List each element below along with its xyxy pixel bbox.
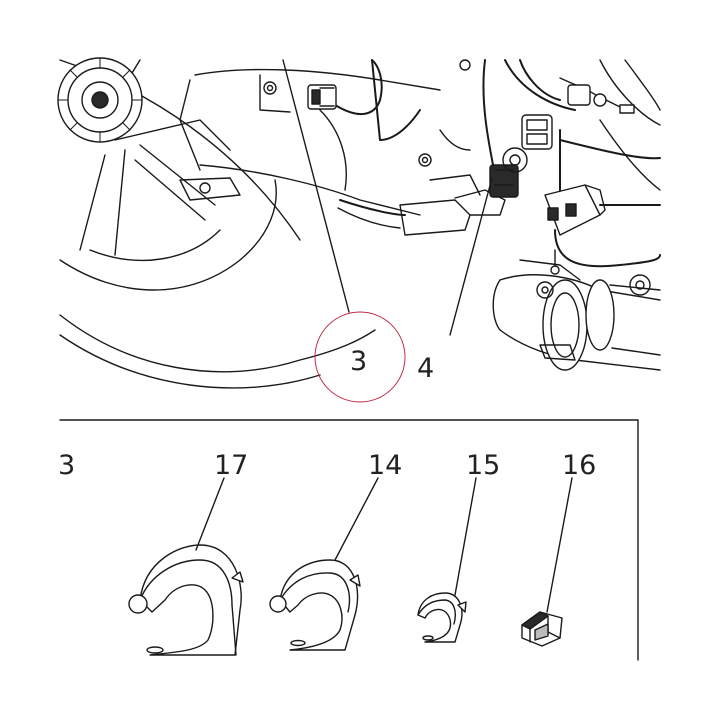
swing-arm	[179, 68, 441, 216]
callout-16: 16	[562, 450, 596, 481]
callout-14: 14	[368, 450, 402, 481]
leader-line-16	[546, 477, 573, 613]
motorcycle-rear-view	[57, 57, 661, 389]
connector-center	[489, 164, 519, 198]
parts-panel-border	[59, 419, 639, 661]
leader-line-17	[195, 477, 225, 551]
brake-line	[337, 189, 506, 236]
grommet-16-icon	[521, 611, 563, 647]
leader-line-4	[449, 177, 493, 336]
clamp-15-icon	[417, 592, 467, 643]
callout-3-left: 3	[58, 450, 75, 481]
leader-line-15	[454, 477, 477, 596]
wheel-hub	[57, 57, 143, 143]
wiring-harness	[334, 59, 661, 268]
leader-line-3	[282, 59, 350, 313]
clamp-17-icon	[128, 544, 244, 656]
highlight-circle	[314, 311, 406, 403]
callout-3-top: 3	[350, 346, 367, 377]
callout-17: 17	[214, 450, 248, 481]
callout-4: 4	[417, 353, 434, 384]
clamp-14-icon	[269, 559, 361, 651]
connector-top-right	[567, 84, 635, 114]
exhaust-muffler	[492, 274, 661, 371]
connector-left	[307, 84, 337, 110]
connector-right-large	[544, 184, 606, 236]
frame-details	[418, 59, 661, 299]
connector-right-top	[521, 114, 553, 150]
callout-15: 15	[466, 450, 500, 481]
leader-line-14	[334, 477, 379, 561]
